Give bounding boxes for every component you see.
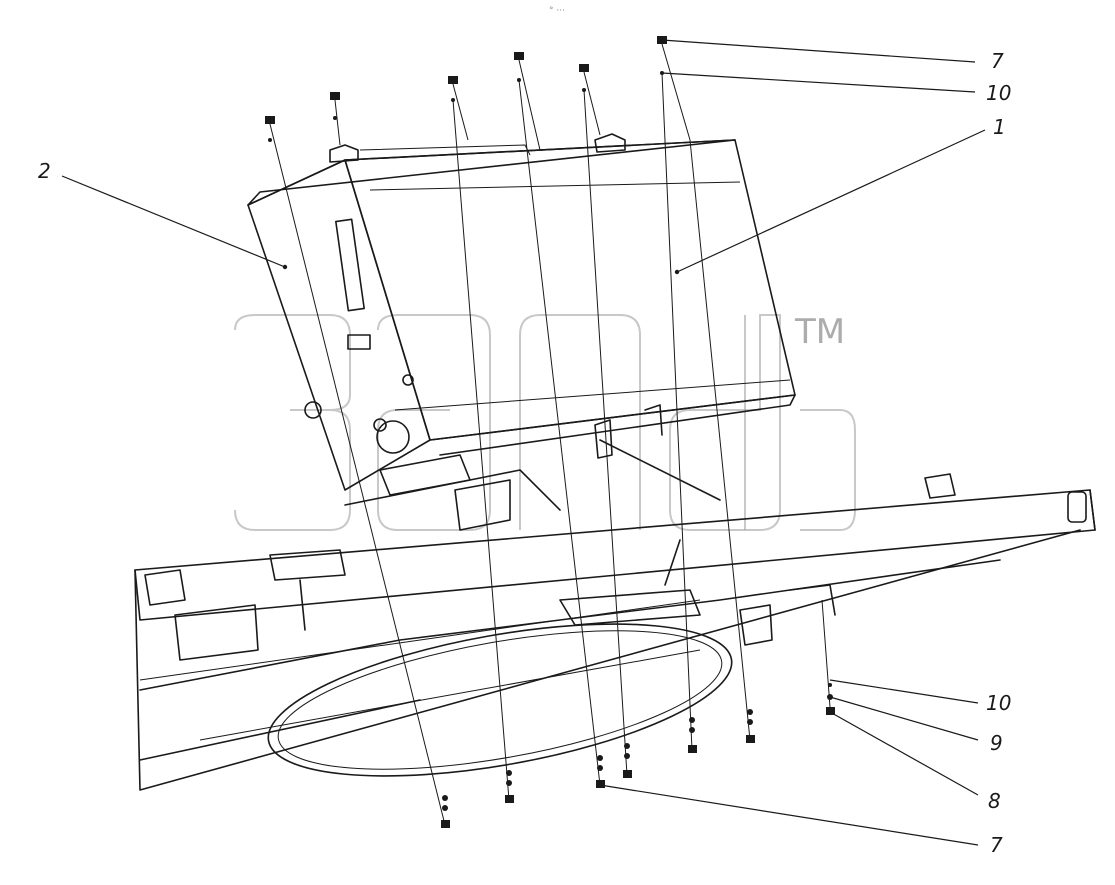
leader-lines <box>61 39 986 846</box>
callout-7-top: 7 <box>991 49 1004 73</box>
bolts-and-washers <box>265 36 835 828</box>
callout-7-bottom: 7 <box>990 833 1003 857</box>
vehicle-frame <box>134 439 1096 791</box>
callout-9: 9 <box>990 731 1003 755</box>
callout-10-top: 10 <box>986 81 1011 105</box>
callout-2: 2 <box>38 159 51 183</box>
leader-dot-2 <box>282 264 288 270</box>
callout-1: 1 <box>993 115 1006 139</box>
leader-dot-1 <box>674 269 680 275</box>
watermark-trademark: TM <box>794 312 845 352</box>
watermark-logo: TM <box>234 312 856 531</box>
top-mark-text: ° ··· <box>549 6 565 16</box>
callout-8: 8 <box>988 789 1001 813</box>
callout-10-bottom: 10 <box>986 691 1011 715</box>
callout-labels: 7 10 1 2 10 9 8 7 <box>38 49 1011 857</box>
